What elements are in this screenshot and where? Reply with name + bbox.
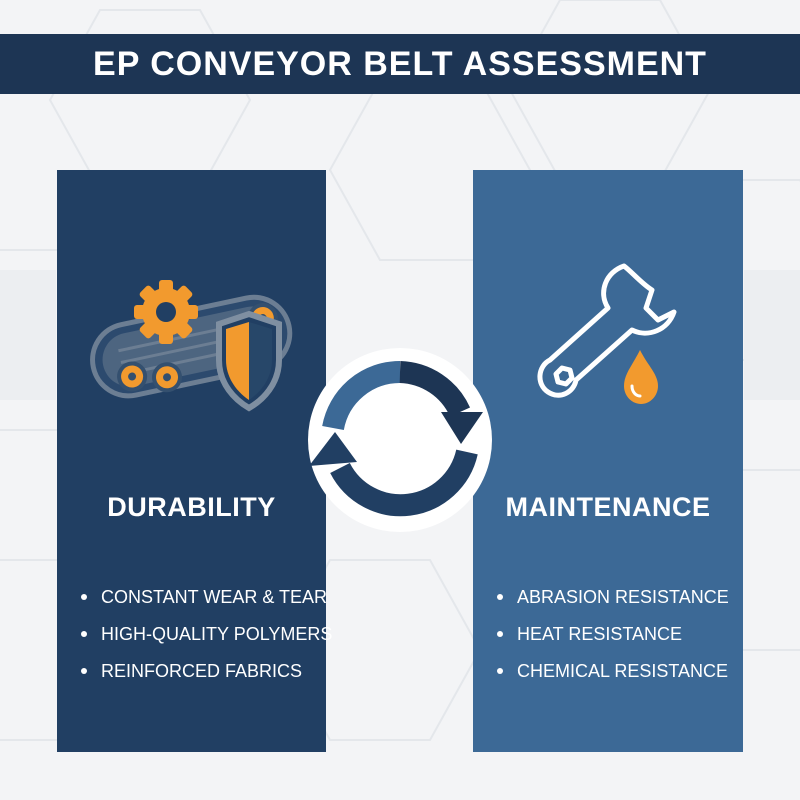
- durability-panel: DURABILITY CONSTANT WEAR & TEAR HIGH-QUA…: [57, 170, 332, 752]
- durability-list: CONSTANT WEAR & TEAR HIGH-QUALITY POLYME…: [81, 578, 332, 689]
- list-item: HIGH-QUALITY POLYMERS: [81, 615, 332, 652]
- bullet-dot: [81, 630, 87, 637]
- maintenance-panel: MAINTENANCE ABRASION RESISTANCE HEAT RES…: [473, 170, 743, 752]
- cycle-arrows-icon: [308, 348, 492, 532]
- bullet-dot: [81, 593, 87, 600]
- list-item: CHEMICAL RESISTANCE: [497, 652, 729, 689]
- list-item: ABRASION RESISTANCE: [497, 578, 729, 615]
- bullet-dot: [497, 667, 503, 674]
- list-item: REINFORCED FABRICS: [81, 652, 332, 689]
- title-bar: EP CONVEYOR BELT ASSESSMENT: [0, 34, 800, 94]
- maintenance-list: ABRASION RESISTANCE HEAT RESISTANCE CHEM…: [497, 578, 729, 689]
- page-title: EP CONVEYOR BELT ASSESSMENT: [93, 44, 707, 83]
- list-item: CONSTANT WEAR & TEAR: [81, 578, 332, 615]
- bullet-dot: [497, 593, 503, 600]
- conveyor-gear-shield-icon: [90, 280, 293, 412]
- maintenance-heading: MAINTENANCE: [505, 492, 711, 522]
- durability-heading: DURABILITY: [107, 492, 276, 522]
- wrench-oil-drop-icon: [537, 263, 677, 404]
- bullet-dot: [81, 667, 87, 674]
- list-item: HEAT RESISTANCE: [497, 615, 729, 652]
- bullet-dot: [497, 630, 503, 637]
